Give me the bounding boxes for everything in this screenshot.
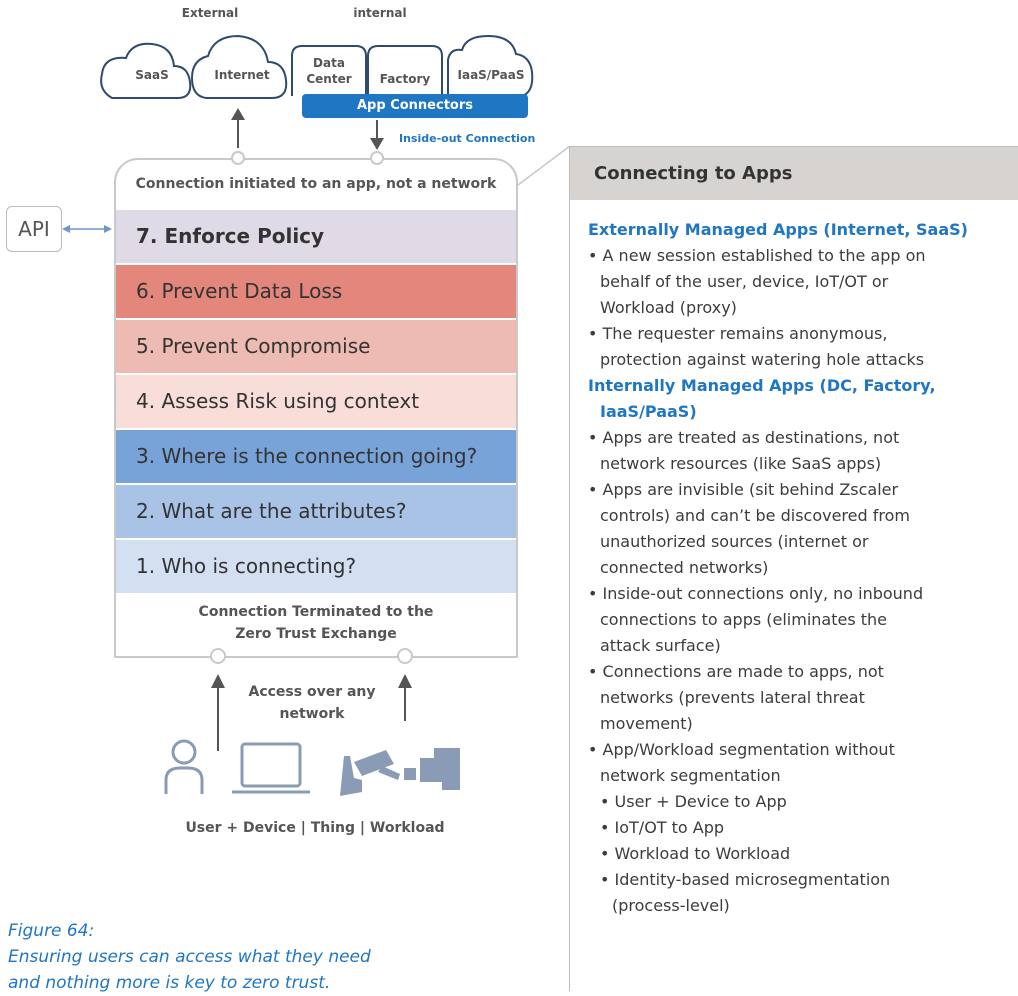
laptop-icon [232,742,310,794]
double-arrow-icon [62,225,112,233]
list-item: connections to apps (eliminates the [600,610,888,629]
data-center-label-2: Center [306,72,352,86]
list-item: network resources (like SaaS apps) [600,454,882,473]
list-item: • Apps are treated as destinations, not [588,428,900,447]
arrow-up-icon [211,674,225,688]
data-center-label-1: Data [313,56,345,70]
top-left-port [231,151,245,165]
access-caption-1: Access over any [248,684,376,700]
layer-1: 1. Who is connecting? [116,540,516,593]
inside-out-label: Inside-out Connection [399,132,536,145]
external-header: External [181,6,239,20]
sub-list-item: • User + Device to App [600,792,787,811]
list-item: connected networks) [600,558,769,577]
list-item: • The requester remains anonymous, [588,324,888,343]
factory-label: Factory [379,72,431,86]
sub-list-item: • Identity-based microsegmentation [600,870,891,889]
list-item: movement) [600,714,693,733]
bottom-right-port [397,648,413,664]
internet-label: Internet [214,68,270,82]
list-item: networks (prevents lateral threat [600,688,865,707]
arrow-up-icon [231,108,245,120]
bottom-left-port [210,648,226,664]
list-item: • Connections are made to apps, not [588,662,884,681]
app-connectors-bar: App Connectors [302,94,528,118]
user-icon [164,739,204,794]
iaas-label: IaaS/PaaS [457,68,525,82]
layer-7: 7. Enforce Policy [116,210,516,263]
list-item: • Apps are invisible (sit behind Zscaler [588,480,899,499]
internal-header: internal [353,6,407,20]
figure-caption-line-1: Ensuring users can access what they need [8,947,371,967]
sub-list-item: (process-level) [612,896,730,915]
layer-3: 3. Where is the connection going? [116,430,516,483]
zero-trust-stack: Connection initiated to an app, not a ne… [114,158,518,658]
ext-heading: Externally Managed Apps (Internet, SaaS) [588,220,968,239]
list-item: Workload (proxy) [600,298,737,317]
workload-icon [404,748,460,790]
devices-caption: User + Device | Thing | Workload [185,820,445,836]
arrow-up-icon [398,674,412,688]
arrow-down-icon [370,138,384,150]
list-item: controls) and can’t be discovered from [600,506,910,525]
data-center-tab [291,45,367,96]
figure-caption-line-2: and nothing more is key to zero trust. [8,973,331,993]
saas-cloud-icon [100,42,192,99]
int-heading-2: IaaS/PaaS) [600,402,697,421]
list-item: network segmentation [600,766,781,785]
layer-4: 4. Assess Risk using context [116,375,516,428]
int-heading-1: Internally Managed Apps (DC, Factory, [588,376,936,395]
panel-title: Connecting to Apps [570,147,1018,200]
top-right-port [370,151,384,165]
factory-tab [367,45,443,96]
list-item: behalf of the user, device, IoT/OT or [600,272,889,291]
iaas-cloud-icon [447,34,534,97]
camera-icon [340,750,400,796]
stack-bottom-caption-1: Connection Terminated to the [198,604,434,620]
connector-shapes [210,151,413,751]
connecting-apps-panel: Connecting to Apps Externally Managed Ap… [569,146,1018,991]
top-diagram-shapes [100,34,534,150]
api-box: API [6,206,62,252]
stack-bottom-caption-2: Zero Trust Exchange [235,626,397,642]
internet-cloud-icon [190,34,288,99]
figure-number: Figure 64: [8,921,95,941]
list-item: unauthorized sources (internet or [600,532,869,551]
sub-list-item: • IoT/OT to App [600,818,725,837]
layer-2: 2. What are the attributes? [116,485,516,538]
list-item: • Inside-out connections only, no inboun… [588,584,924,603]
list-item: • A new session established to the app o… [588,246,926,265]
layer-6: 6. Prevent Data Loss [116,265,516,318]
list-item: • App/Workload segmentation without [588,740,895,759]
layer-5: 5. Prevent Compromise [116,320,516,373]
stack-top-caption: Connection initiated to an app, not a ne… [135,176,497,192]
list-item: protection against watering hole attacks [600,350,925,369]
callout-wedge [513,145,571,189]
device-icons [164,739,460,796]
sub-list-item: • Workload to Workload [600,844,791,863]
list-item: attack surface) [600,636,721,655]
access-caption-2: network [279,706,345,722]
saas-label: SaaS [135,68,169,82]
